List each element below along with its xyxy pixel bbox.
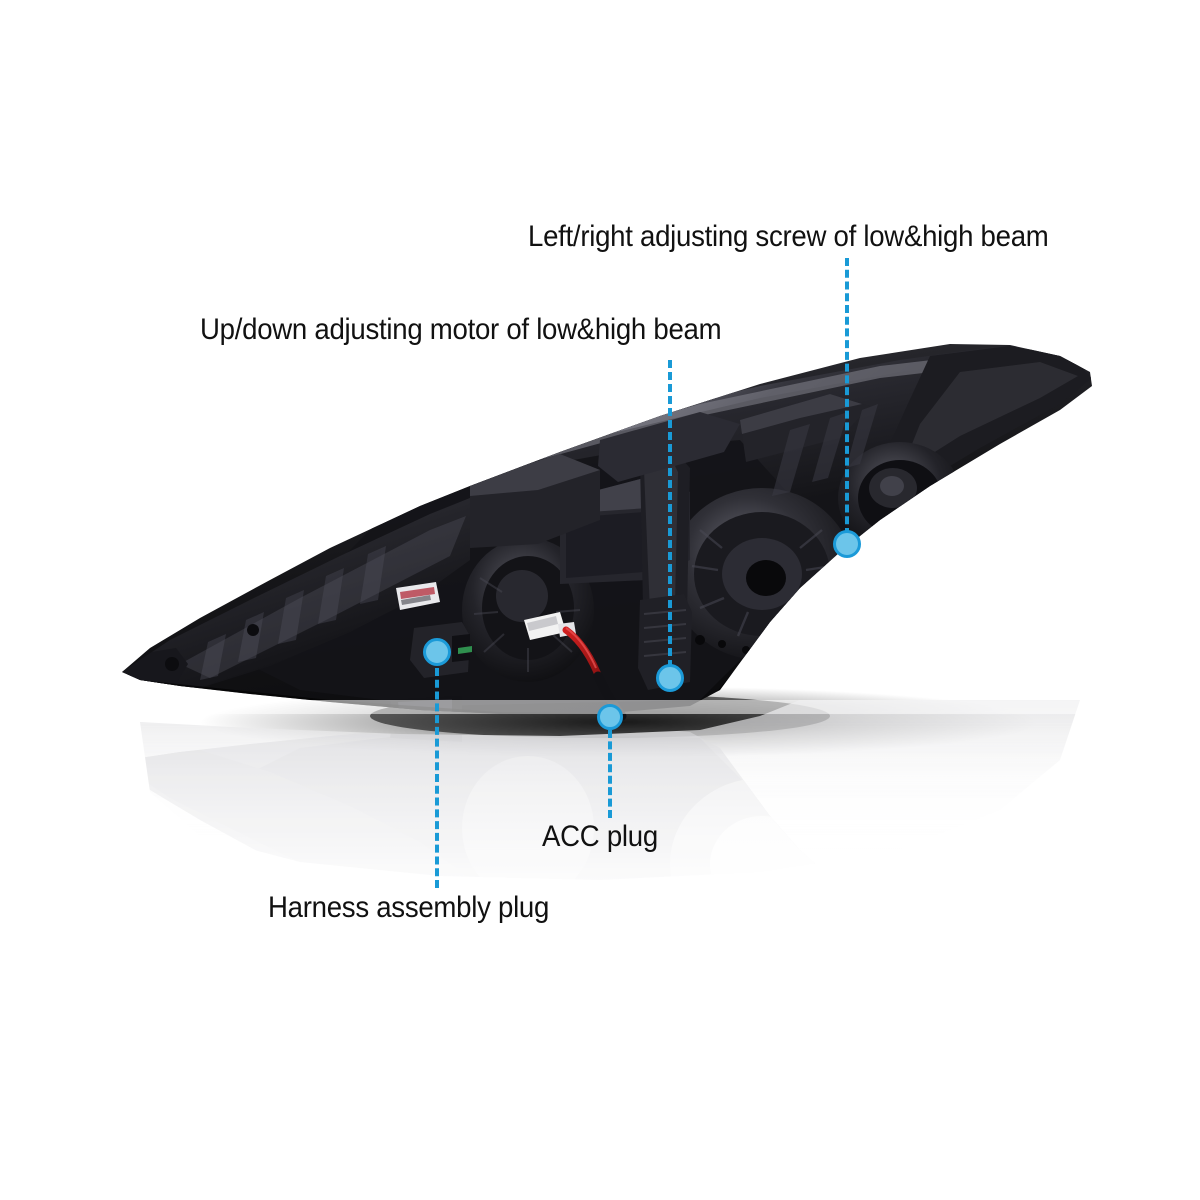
leader-line-up-down-adjusting-motor <box>668 360 672 668</box>
leader-line-left-right-adjusting-screw <box>845 258 849 536</box>
leader-line-acc-plug <box>608 730 612 818</box>
leader-line-harness-assembly-plug <box>435 668 439 888</box>
marker-dot-harness-assembly-plug[interactable] <box>423 638 451 666</box>
marker-dot-acc-plug[interactable] <box>597 704 623 730</box>
callout-label-harness-assembly-plug: Harness assembly plug <box>268 891 550 924</box>
callout-label-left-right-adjusting-screw: Left/right adjusting screw of low&high b… <box>528 220 1049 253</box>
marker-dot-up-down-adjusting-motor[interactable] <box>656 664 684 692</box>
callout-label-acc-plug: ACC plug <box>542 820 658 853</box>
marker-dot-left-right-adjusting-screw[interactable] <box>833 530 861 558</box>
callout-label-up-down-adjusting-motor: Up/down adjusting motor of low&high beam <box>200 313 722 346</box>
